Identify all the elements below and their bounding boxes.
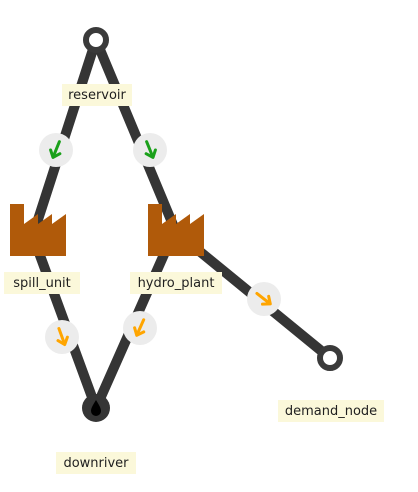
label-reservoir: reservoir <box>62 84 132 106</box>
node-reservoir[interactable] <box>83 27 109 53</box>
arrow-down-icon <box>49 140 62 159</box>
label-hydro_plant: hydro_plant <box>130 272 222 294</box>
factory-icon <box>148 204 204 256</box>
node-demand_node[interactable] <box>317 345 343 371</box>
arrow-down-right-icon <box>255 291 272 306</box>
label-demand_node: demand_node <box>278 400 384 422</box>
flow-indicators <box>39 133 281 354</box>
label-spill_unit: spill_unit <box>4 272 80 294</box>
circle-node-icon <box>317 345 343 371</box>
factory-icon <box>10 204 66 256</box>
edge-reservoir-hydro_plant[interactable] <box>91 35 181 237</box>
node-label: demand_node <box>285 404 377 419</box>
node-hydro_plant[interactable] <box>148 204 204 256</box>
arrow-down-icon <box>133 318 146 337</box>
flow-indicator-reservoir-hydro_plant[interactable] <box>133 133 167 167</box>
node-label: hydro_plant <box>138 276 215 291</box>
flow-indicator-hydro_plant-demand_node[interactable] <box>247 282 281 316</box>
node-label: reservoir <box>68 88 126 103</box>
node-label: spill_unit <box>13 276 71 291</box>
node-spill_unit[interactable] <box>10 204 66 256</box>
flow-indicator-spill_unit-downriver[interactable] <box>45 320 79 354</box>
node-label: downriver <box>63 456 129 471</box>
arrow-down-icon <box>144 140 157 159</box>
node-downriver[interactable] <box>82 394 110 422</box>
label-downriver: downriver <box>56 452 136 474</box>
flow-indicator-reservoir-spill_unit[interactable] <box>39 133 73 167</box>
flow-indicator-hydro_plant-downriver[interactable] <box>123 311 157 345</box>
arrow-down-icon <box>56 327 69 347</box>
circle-node-icon <box>83 27 109 53</box>
